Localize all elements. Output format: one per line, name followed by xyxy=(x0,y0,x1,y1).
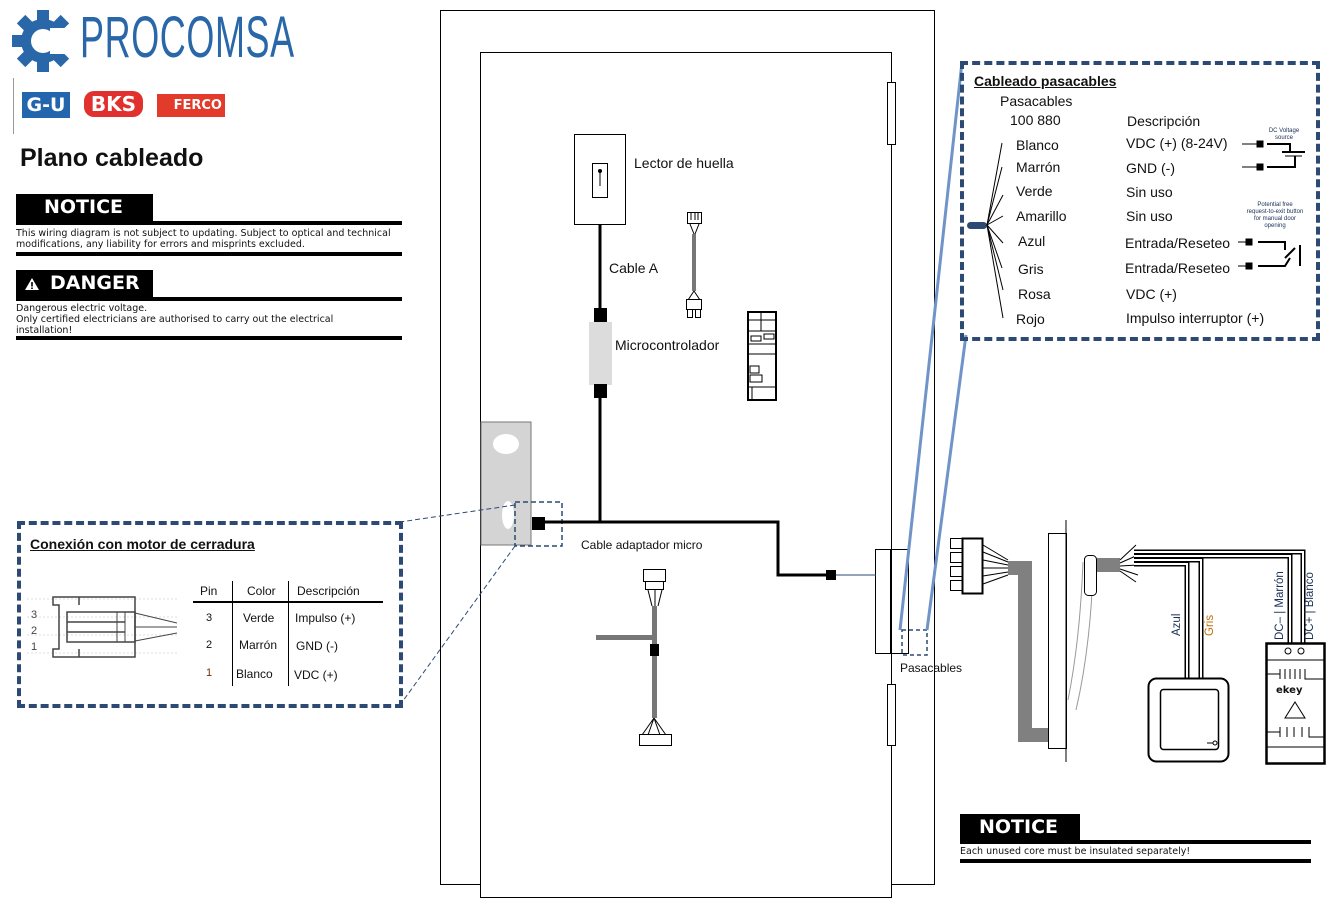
warning-triangle-icon xyxy=(25,277,39,290)
row-color: Blanco xyxy=(236,667,273,681)
exit-button-note: Potential free request-to-exit button fo… xyxy=(1246,202,1304,229)
bks-logo: BKS xyxy=(84,91,143,117)
pass-callout-line-1 xyxy=(898,61,964,631)
page-title: Plano cableado xyxy=(20,144,204,172)
pass-col-header-2: 100 880 xyxy=(1010,112,1061,128)
row-pin: 1 xyxy=(206,667,213,679)
microcontroller xyxy=(589,322,612,385)
wire-color: Verde xyxy=(1016,183,1053,199)
lock-connector xyxy=(532,517,545,530)
pass-through-highlight xyxy=(901,629,928,656)
wire-color: Rosa xyxy=(1018,286,1051,302)
connector-pin-label-2: 2 xyxy=(31,625,38,637)
motor-connector-drawing xyxy=(27,596,177,658)
pass-col-header-desc: Descripción xyxy=(1127,113,1201,129)
notice-bottom-label: NOTICE xyxy=(960,814,1080,840)
row-color: Verde xyxy=(243,611,275,625)
wire-desc: Entrada/Reseteo xyxy=(1125,235,1231,251)
row-color: Marrón xyxy=(239,638,278,652)
connector-pin-label-3: 3 xyxy=(31,609,38,621)
danger-text-1: Dangerous electric voltage. xyxy=(16,303,148,314)
danger-text-2: Only certified electricians are authoris… xyxy=(16,314,334,336)
gu-logo: G-U xyxy=(22,92,70,118)
col-header-color: Color xyxy=(247,584,276,598)
wire-color: Gris xyxy=(1018,261,1044,277)
col-header-desc: Descripción xyxy=(297,584,360,598)
psu-brand-logo: ekey xyxy=(1276,685,1303,696)
brand-logo-text: PROCOMSA xyxy=(80,5,295,70)
lock-connection-title: Conexión con motor de cerradura xyxy=(30,536,255,552)
cable-to-pass-through xyxy=(600,520,830,577)
pass-col-header-1: Pasacables xyxy=(1000,93,1073,109)
notice-text: This wiring diagram is not subject to up… xyxy=(16,228,391,250)
callout-line-bottom xyxy=(399,545,516,706)
adapter-cable-illustration xyxy=(596,569,672,746)
door-leaf xyxy=(480,52,892,898)
wire-color: Amarillo xyxy=(1016,208,1067,224)
adapter-cable-label: Cable adaptador micro xyxy=(581,538,703,552)
installation-illustration xyxy=(950,520,1326,765)
row-desc: VDC (+) xyxy=(294,668,338,682)
wire-color: Azul xyxy=(1018,233,1046,249)
fingerprint-reader-label: Lector de huella xyxy=(634,155,734,171)
microcontroller-label: Microcontrolador xyxy=(615,337,720,353)
wire-color: Marrón xyxy=(1016,159,1061,175)
dc-plus-label: DC+ | Blanco xyxy=(1304,572,1316,640)
col-header-pin: Pin xyxy=(200,584,218,598)
cable-a-illustration xyxy=(686,212,702,318)
wire-desc: VDC (+) xyxy=(1126,286,1177,302)
gear-logo-icon xyxy=(12,10,74,72)
callout-line-top xyxy=(399,504,516,523)
notice-label: NOTICE xyxy=(16,194,153,221)
wire-desc: Entrada/Reseteo xyxy=(1125,260,1231,276)
pass-through-frame-side xyxy=(891,549,909,654)
dc-source-note: DC Voltage source xyxy=(1268,128,1300,141)
wire-desc: Sin uso xyxy=(1126,184,1173,200)
notice-bottom-banner: NOTICE Each unused core must be insulate… xyxy=(960,814,1311,863)
pass-wiring-title: Cableado pasacables xyxy=(974,73,1117,89)
wire-fan-illustration xyxy=(967,140,1305,319)
wire-desc: VDC (+) (8-24V) xyxy=(1126,135,1228,151)
lock-connector-highlight xyxy=(514,501,563,547)
wire-color: Blanco xyxy=(1016,137,1059,153)
lock-faceplate-hole xyxy=(493,434,519,454)
hinge-top xyxy=(887,82,896,145)
pass-through-label: Pasacables xyxy=(900,661,963,675)
logo-divider xyxy=(13,78,14,134)
wire-desc: Impulso interruptor (+) xyxy=(1126,310,1265,326)
danger-banner: DANGER Dangerous electric voltage. Only … xyxy=(16,270,402,340)
row-pin: 2 xyxy=(206,639,213,651)
azul-label: Azul xyxy=(1171,613,1183,636)
pass-callout-line-2 xyxy=(925,334,968,631)
lock-latch xyxy=(502,501,514,529)
dc-minus-label: DC– | Marrón xyxy=(1274,571,1286,640)
notice-bottom-text: Each unused core must be insulated separ… xyxy=(960,846,1191,857)
row-pin: 3 xyxy=(206,612,213,624)
wire-desc: GND (-) xyxy=(1126,160,1175,176)
pass-wiring-panel: Cableado pasacables Pasacables 100 880 D… xyxy=(960,61,1320,341)
ferco-logo: FERCO xyxy=(157,94,225,117)
hinge-bottom xyxy=(887,684,896,746)
wire-color: Rojo xyxy=(1016,311,1045,327)
controller-board-illustration xyxy=(747,311,777,401)
pass-through-door-side xyxy=(875,549,891,654)
row-desc: Impulso (+) xyxy=(295,611,356,625)
danger-label: DANGER xyxy=(50,272,140,294)
cable-a-label: Cable A xyxy=(609,260,659,276)
connector-pin-label-1: 1 xyxy=(31,641,38,653)
lock-connection-panel: Conexión con motor de cerradura 3 2 1 Pi… xyxy=(17,521,403,708)
notice-banner: NOTICE This wiring diagram is not subjec… xyxy=(16,194,402,256)
gris-label: Gris xyxy=(1204,614,1216,636)
wire-desc: Sin uso xyxy=(1126,208,1173,224)
row-desc: GND (-) xyxy=(296,639,338,653)
